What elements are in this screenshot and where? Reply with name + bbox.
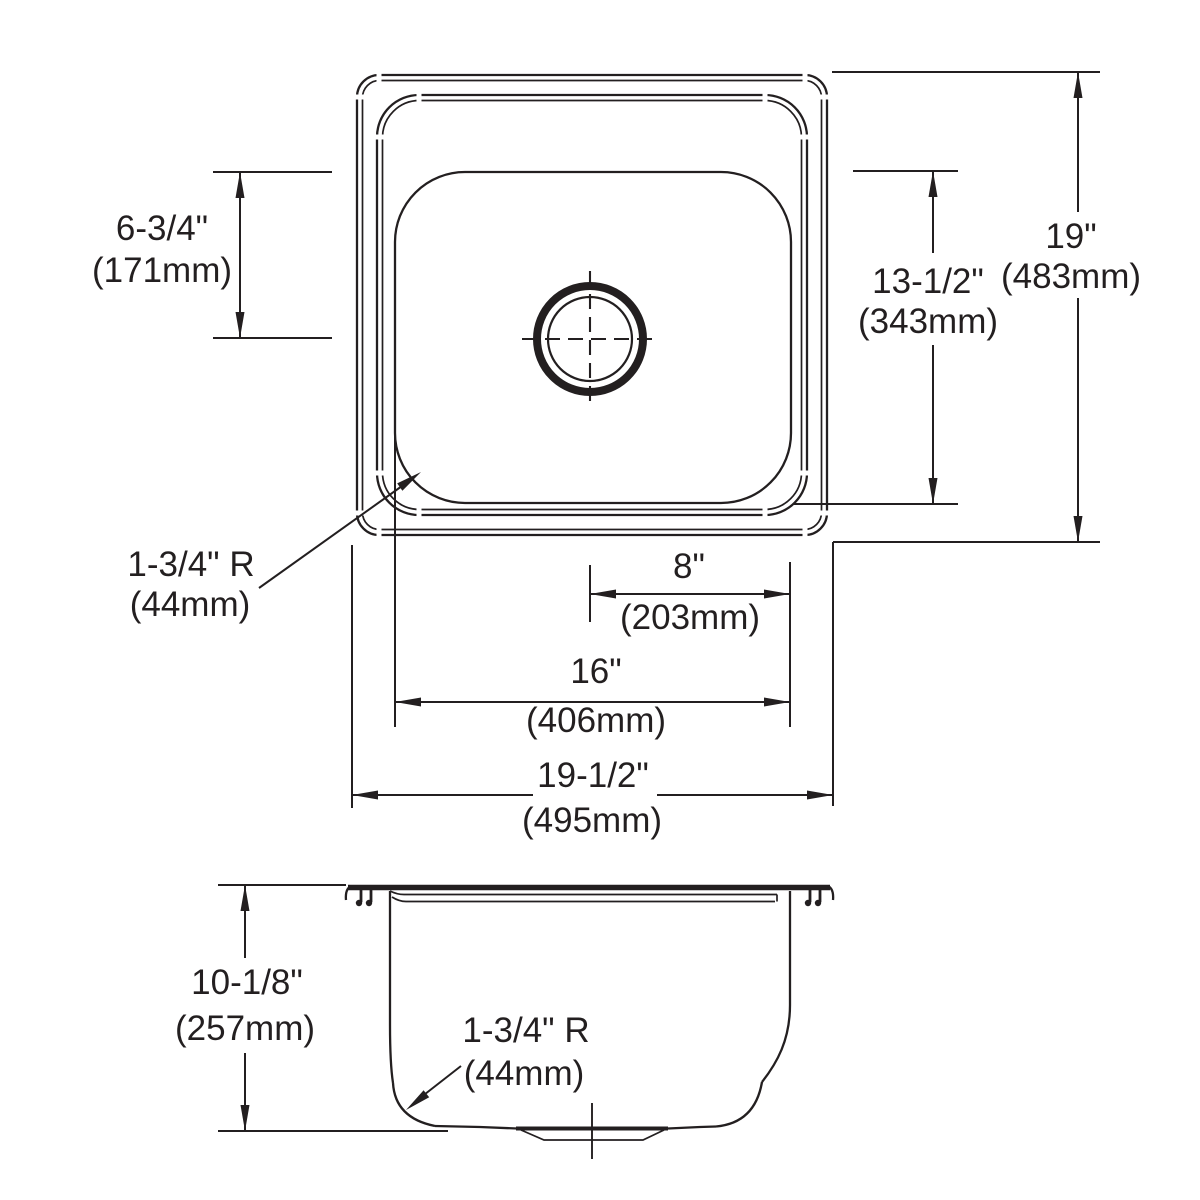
dim-label-metric: (171mm) <box>92 251 232 290</box>
radius-label: 1-3/4" R <box>462 1011 589 1050</box>
dim-side-depth: 10-1/8" (257mm) <box>175 884 448 1132</box>
drain-recess-icon <box>516 1103 668 1159</box>
clip-icon-right <box>804 890 822 907</box>
radius-label: 1-3/4" R <box>127 545 254 584</box>
dim-label-metric: (495mm) <box>522 801 662 840</box>
rim-lip <box>389 890 778 903</box>
bowl-outline <box>393 170 793 505</box>
dim-label: 16" <box>570 652 621 691</box>
rim-profile <box>344 884 835 901</box>
dim-drain-offset: 8" (203mm) <box>589 547 791 727</box>
drain-icon <box>522 271 658 407</box>
radius-callout-side: 1-3/4" R (44mm) <box>406 1011 590 1110</box>
rim-outline <box>351 72 833 538</box>
dim-label: 10-1/8" <box>191 963 303 1002</box>
side-view: 10-1/8" (257mm) 1-3/4" R (44mm) <box>175 884 835 1159</box>
dim-bowl-depth: 13-1/2" (343mm) <box>793 170 998 505</box>
dim-label-metric: (483mm) <box>1001 257 1141 296</box>
dim-overall-width: 19-1/2" (495mm) <box>351 542 834 840</box>
dim-bowl-width: 16" (406mm) <box>394 432 790 740</box>
dim-label-metric: (257mm) <box>175 1009 315 1048</box>
dim-drain-from-top: 6-3/4" (171mm) <box>92 171 332 339</box>
dim-label-metric: (203mm) <box>620 598 760 637</box>
top-view: 6-3/4" (171mm) 13-1/2" (343mm) 19" (483m… <box>92 71 1141 840</box>
radius-label-metric: (44mm) <box>130 585 251 624</box>
dim-label: 8" <box>673 547 705 586</box>
dim-label-metric: (406mm) <box>526 701 666 740</box>
bowl-section <box>388 891 792 1130</box>
dim-label: 13-1/2" <box>872 262 984 301</box>
dim-overall-depth: 19" (483mm) <box>832 71 1141 543</box>
dim-label: 19-1/2" <box>537 756 649 795</box>
dim-label: 19" <box>1045 217 1096 256</box>
radius-callout-top: 1-3/4" R (44mm) <box>127 472 421 624</box>
radius-label-metric: (44mm) <box>464 1054 585 1093</box>
clip-icon-left <box>355 890 373 907</box>
dim-label-metric: (343mm) <box>858 302 998 341</box>
dim-label: 6-3/4" <box>116 209 208 248</box>
